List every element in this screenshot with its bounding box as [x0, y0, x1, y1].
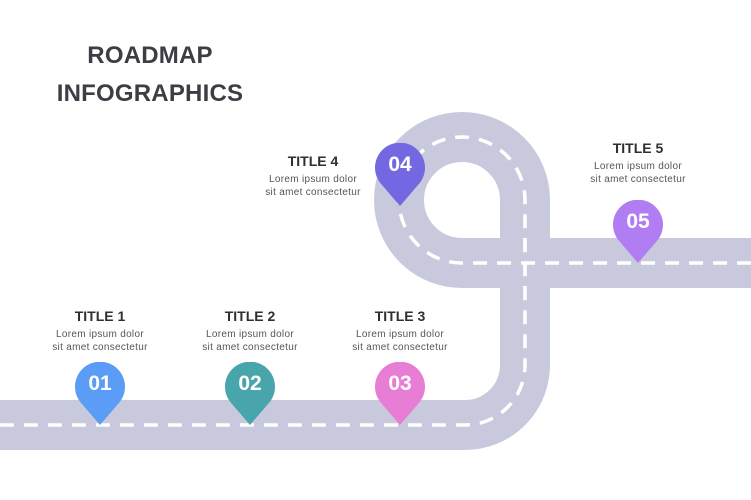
step-title: TITLE 1 [74, 308, 126, 324]
pin-number: 02 [238, 372, 262, 395]
map-pin-icon-05: 05 [613, 200, 663, 263]
step-desc-line-2: sit amet consectetur [352, 342, 448, 353]
step-desc-line-1: Lorem ipsum dolor [594, 161, 682, 172]
step-desc-line-1: Lorem ipsum dolor [356, 329, 444, 340]
step-desc-line-2: sit amet consectetur [202, 342, 298, 353]
step-desc-line-1: Lorem ipsum dolor [56, 329, 144, 340]
map-pin-icon-04: 04 [375, 143, 425, 206]
step-2-text: TITLE 2 Lorem ipsum dolor sit amet conse… [180, 308, 320, 354]
title-line-2: INFOGRAPHICS [56, 80, 244, 107]
step-desc-line-2: sit amet consectetur [590, 174, 686, 185]
pin-number: 04 [388, 153, 412, 176]
step-desc-line-2: sit amet consectetur [265, 187, 361, 198]
step-4-text: TITLE 4 Lorem ipsum dolor sit amet conse… [243, 153, 383, 199]
step-title: TITLE 2 [224, 308, 276, 324]
step-desc-line-1: Lorem ipsum dolor [269, 174, 357, 185]
step-3-text: TITLE 3 Lorem ipsum dolor sit amet conse… [330, 308, 470, 354]
step-title: TITLE 4 [287, 153, 339, 169]
pin-number: 05 [626, 210, 650, 233]
step-5-text: TITLE 5 Lorem ipsum dolor sit amet conse… [568, 140, 708, 186]
map-pin-icon-02: 02 [225, 362, 275, 425]
title-line-1: ROADMAP [87, 42, 213, 69]
step-title: TITLE 3 [374, 308, 426, 324]
step-desc-line-1: Lorem ipsum dolor [206, 329, 294, 340]
step-desc-line-2: sit amet consectetur [52, 342, 148, 353]
lane-marking [0, 135, 751, 427]
map-pin-icon-03: 03 [375, 362, 425, 425]
pin-number: 03 [388, 372, 412, 395]
step-title: TITLE 5 [612, 140, 664, 156]
pin-number: 01 [88, 372, 112, 395]
map-pin-icon-01: 01 [75, 362, 125, 425]
step-1-text: TITLE 1 Lorem ipsum dolor sit amet conse… [30, 308, 170, 354]
